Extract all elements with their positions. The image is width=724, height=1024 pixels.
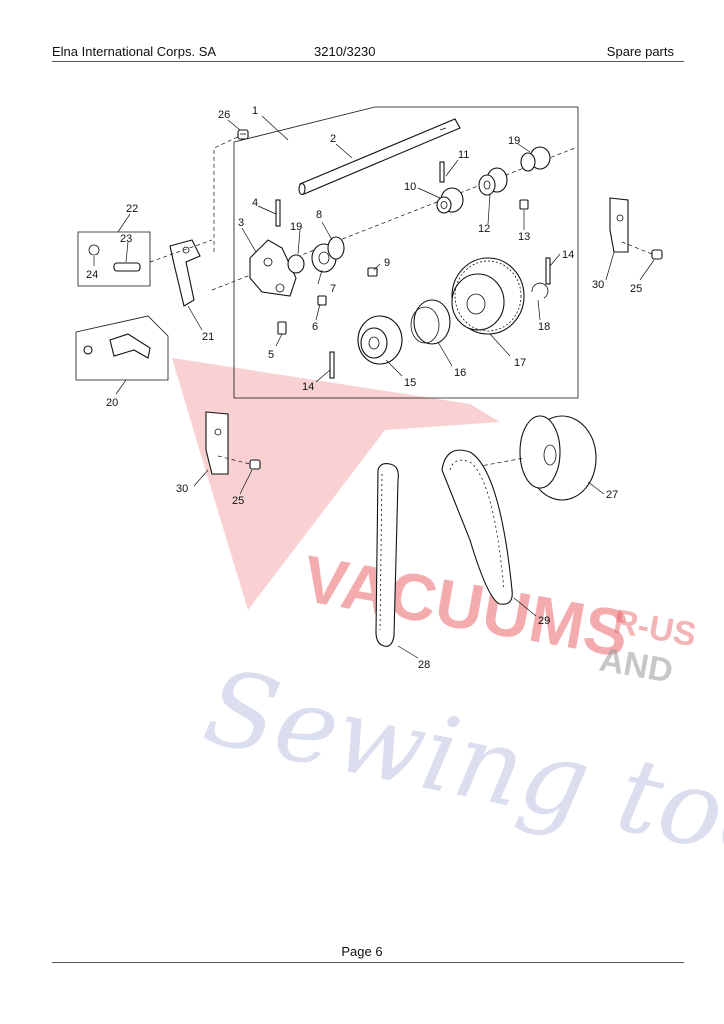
part-4-pin bbox=[275, 199, 281, 227]
part-23-pin bbox=[113, 262, 141, 272]
part-27-drum bbox=[519, 415, 597, 501]
part-3-bracket bbox=[249, 239, 297, 297]
callout-18: 18 bbox=[538, 321, 550, 333]
watermark-v-shape bbox=[172, 358, 500, 610]
screw-26-axis bbox=[213, 133, 245, 255]
page-number: Page 6 bbox=[341, 944, 383, 959]
callout-1: 1 bbox=[252, 105, 258, 117]
callout-20: 20 bbox=[106, 397, 118, 409]
part-8-collar bbox=[327, 236, 345, 260]
part-30-plate-lower bbox=[205, 411, 229, 475]
callout-8: 8 bbox=[316, 209, 322, 221]
group-22-frame bbox=[77, 231, 151, 287]
callout-26: 26 bbox=[218, 109, 230, 121]
part-15-pulley bbox=[357, 315, 403, 365]
callout-22: 22 bbox=[126, 203, 138, 215]
header-rule bbox=[52, 61, 684, 62]
part-12-collar bbox=[478, 167, 508, 196]
part-20-crank bbox=[83, 333, 151, 359]
watermark: VACUUMS R-US AND Sewing too bbox=[172, 358, 724, 887]
callout-27: 27 bbox=[606, 489, 618, 501]
part-11-pin bbox=[439, 161, 445, 183]
main-assembly-frame bbox=[233, 106, 579, 399]
callout-12: 12 bbox=[478, 223, 490, 235]
part-9-setscrew bbox=[367, 267, 378, 277]
part-24-clip bbox=[88, 244, 100, 256]
callout-16: 16 bbox=[454, 367, 466, 379]
callout-23: 23 bbox=[120, 233, 132, 245]
part-19-bushing-lower bbox=[287, 254, 305, 274]
callout-6: 6 bbox=[312, 321, 318, 333]
callout-14b: 14 bbox=[302, 381, 314, 393]
header-company: Elna International Corps. SA bbox=[52, 44, 217, 59]
part-6-setscrew bbox=[317, 295, 327, 306]
callout-17: 17 bbox=[514, 357, 526, 369]
callout-15: 15 bbox=[404, 377, 416, 389]
callout-19a: 19 bbox=[508, 135, 520, 147]
part-26-screw bbox=[237, 129, 249, 140]
group-20-frame bbox=[75, 315, 169, 381]
header-section: Spare parts bbox=[606, 44, 674, 59]
part-14-pin-lower bbox=[329, 351, 335, 379]
callout-7: 7 bbox=[330, 283, 336, 295]
callout-5: 5 bbox=[268, 349, 274, 361]
callout-25b: 25 bbox=[232, 495, 244, 507]
callout-30a: 30 bbox=[592, 279, 604, 291]
callout-11: 11 bbox=[458, 149, 469, 161]
part-14-pin-right bbox=[545, 257, 551, 285]
callout-14a: 14 bbox=[562, 249, 574, 261]
callout-labels: 1 2 3 4 5 6 7 8 9 10 11 12 13 14 14 15 1… bbox=[86, 105, 642, 671]
callout-10: 10 bbox=[404, 181, 416, 193]
header-model: 3210/3230 bbox=[314, 44, 376, 59]
callout-4: 4 bbox=[252, 197, 258, 209]
part-28-toothed-belt bbox=[375, 463, 399, 647]
part-30-plate-right bbox=[609, 197, 629, 253]
leader-lines bbox=[93, 115, 655, 659]
callout-13: 13 bbox=[518, 231, 530, 243]
part-19-bushing-upper bbox=[520, 146, 551, 172]
callout-29: 29 bbox=[538, 615, 550, 627]
part-25-screw-lower bbox=[249, 459, 261, 470]
callout-2: 2 bbox=[330, 133, 336, 145]
callout-19b: 19 bbox=[290, 221, 302, 233]
part-13-setscrew bbox=[519, 199, 529, 210]
callout-28: 28 bbox=[418, 659, 430, 671]
callout-24: 24 bbox=[86, 269, 98, 281]
watermark-line1: VACUUMS bbox=[298, 541, 635, 671]
page-header: Elna International Corps. SA 3210/3230 S… bbox=[52, 44, 674, 62]
callout-25a: 25 bbox=[630, 283, 642, 295]
part-25-screw-right bbox=[651, 249, 663, 260]
part-29-belt-loop bbox=[441, 449, 513, 605]
screw-25-axis-lower bbox=[217, 455, 251, 465]
part-5-setscrew bbox=[277, 321, 287, 335]
lever-axis bbox=[149, 239, 213, 263]
callout-3: 3 bbox=[238, 217, 244, 229]
callout-21: 21 bbox=[202, 331, 214, 343]
part-2-main-shaft bbox=[298, 118, 461, 196]
footer-rule bbox=[52, 962, 684, 963]
part-10-gear bbox=[436, 187, 464, 214]
callout-30b: 30 bbox=[176, 483, 188, 495]
screw-25-axis-right bbox=[621, 241, 653, 255]
part-18-clip bbox=[531, 282, 549, 299]
part-16-bearing bbox=[410, 299, 451, 345]
callout-9: 9 bbox=[384, 257, 390, 269]
part-17-large-pulley bbox=[451, 257, 525, 335]
